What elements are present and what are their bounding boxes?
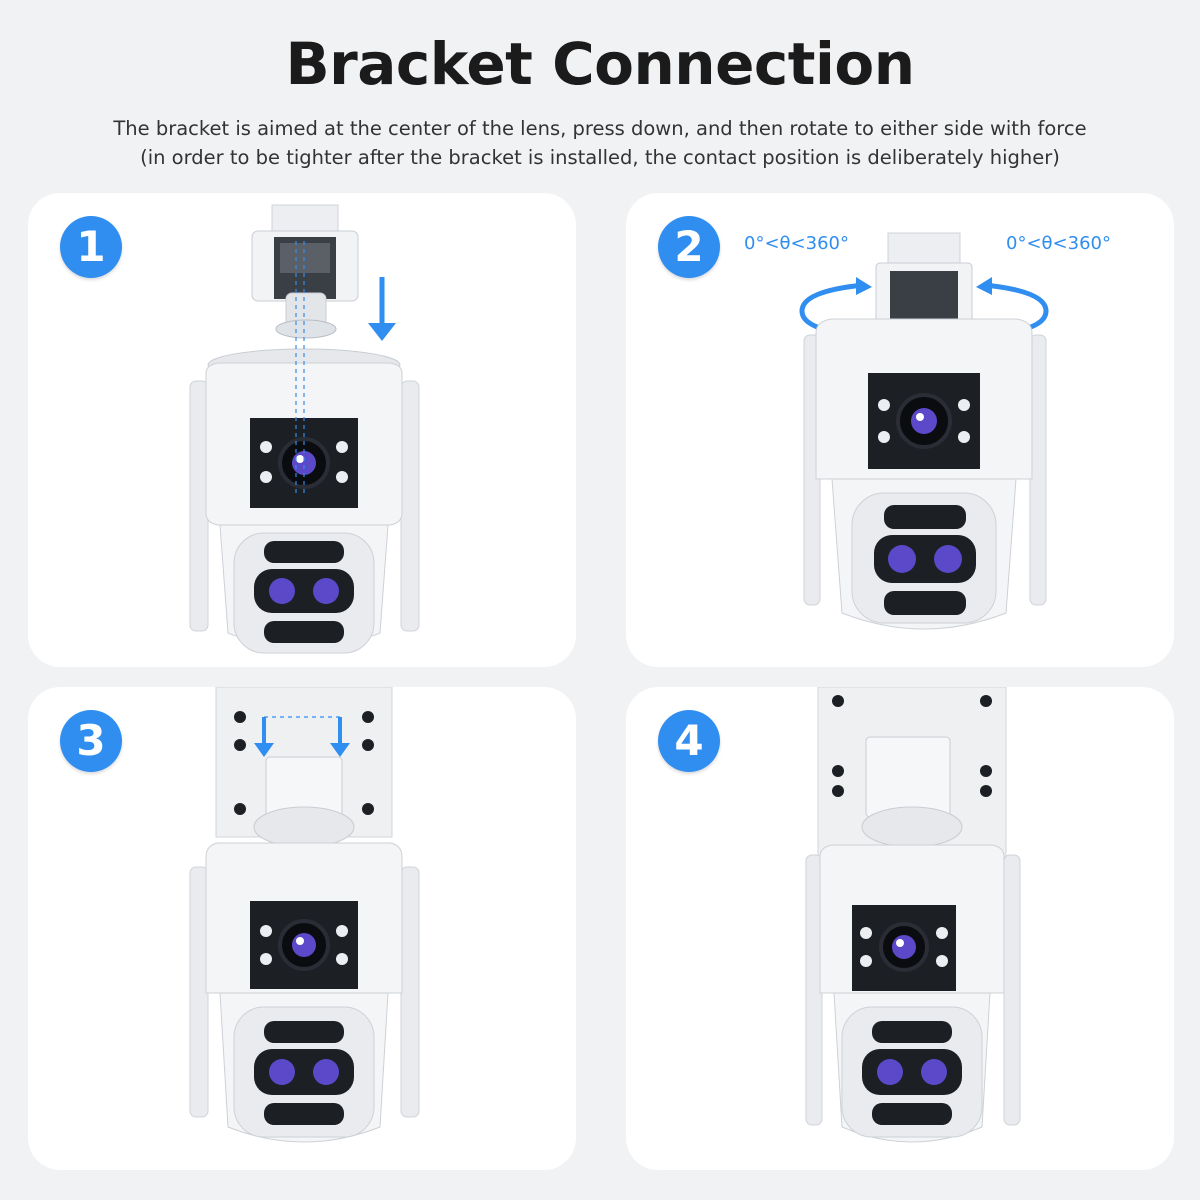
angle-label-left: 0°<θ<360° — [744, 233, 849, 254]
step-3-panel: 3 — [28, 687, 576, 1170]
step-4-illustration — [805, 687, 1021, 1143]
camera-icon — [189, 806, 420, 1143]
step-2-badge: 2 — [658, 216, 720, 278]
step-4-badge: 4 — [658, 710, 720, 772]
angle-label-right: 0°<θ<360° — [1006, 233, 1111, 254]
subtitle-line-2: (in order to be tighter after the bracke… — [140, 146, 1060, 169]
camera-icon — [803, 318, 1047, 630]
step-1-badge: 1 — [60, 216, 122, 278]
step-4-panel: 4 — [626, 687, 1174, 1170]
step-3-illustration — [189, 687, 420, 1143]
camera-icon — [805, 806, 1021, 1143]
wall-bracket — [215, 687, 393, 838]
subtitle-line-1: The bracket is aimed at the center of th… — [113, 117, 1087, 140]
wall-bracket — [817, 687, 1007, 858]
step-2-illustration — [799, 232, 1049, 630]
step-1-panel: 1 — [28, 193, 576, 667]
step-3-badge: 3 — [60, 710, 122, 772]
step-1-illustration — [189, 204, 420, 654]
down-arrow-icon — [254, 716, 350, 757]
page-subtitle: The bracket is aimed at the center of th… — [0, 114, 1200, 172]
bracket-piece — [251, 204, 359, 339]
step-2-panel: 2 0°<θ<360° 0°<θ<360° — [626, 193, 1174, 667]
down-arrow-icon — [368, 277, 396, 341]
page-title: Bracket Connection — [285, 30, 915, 98]
